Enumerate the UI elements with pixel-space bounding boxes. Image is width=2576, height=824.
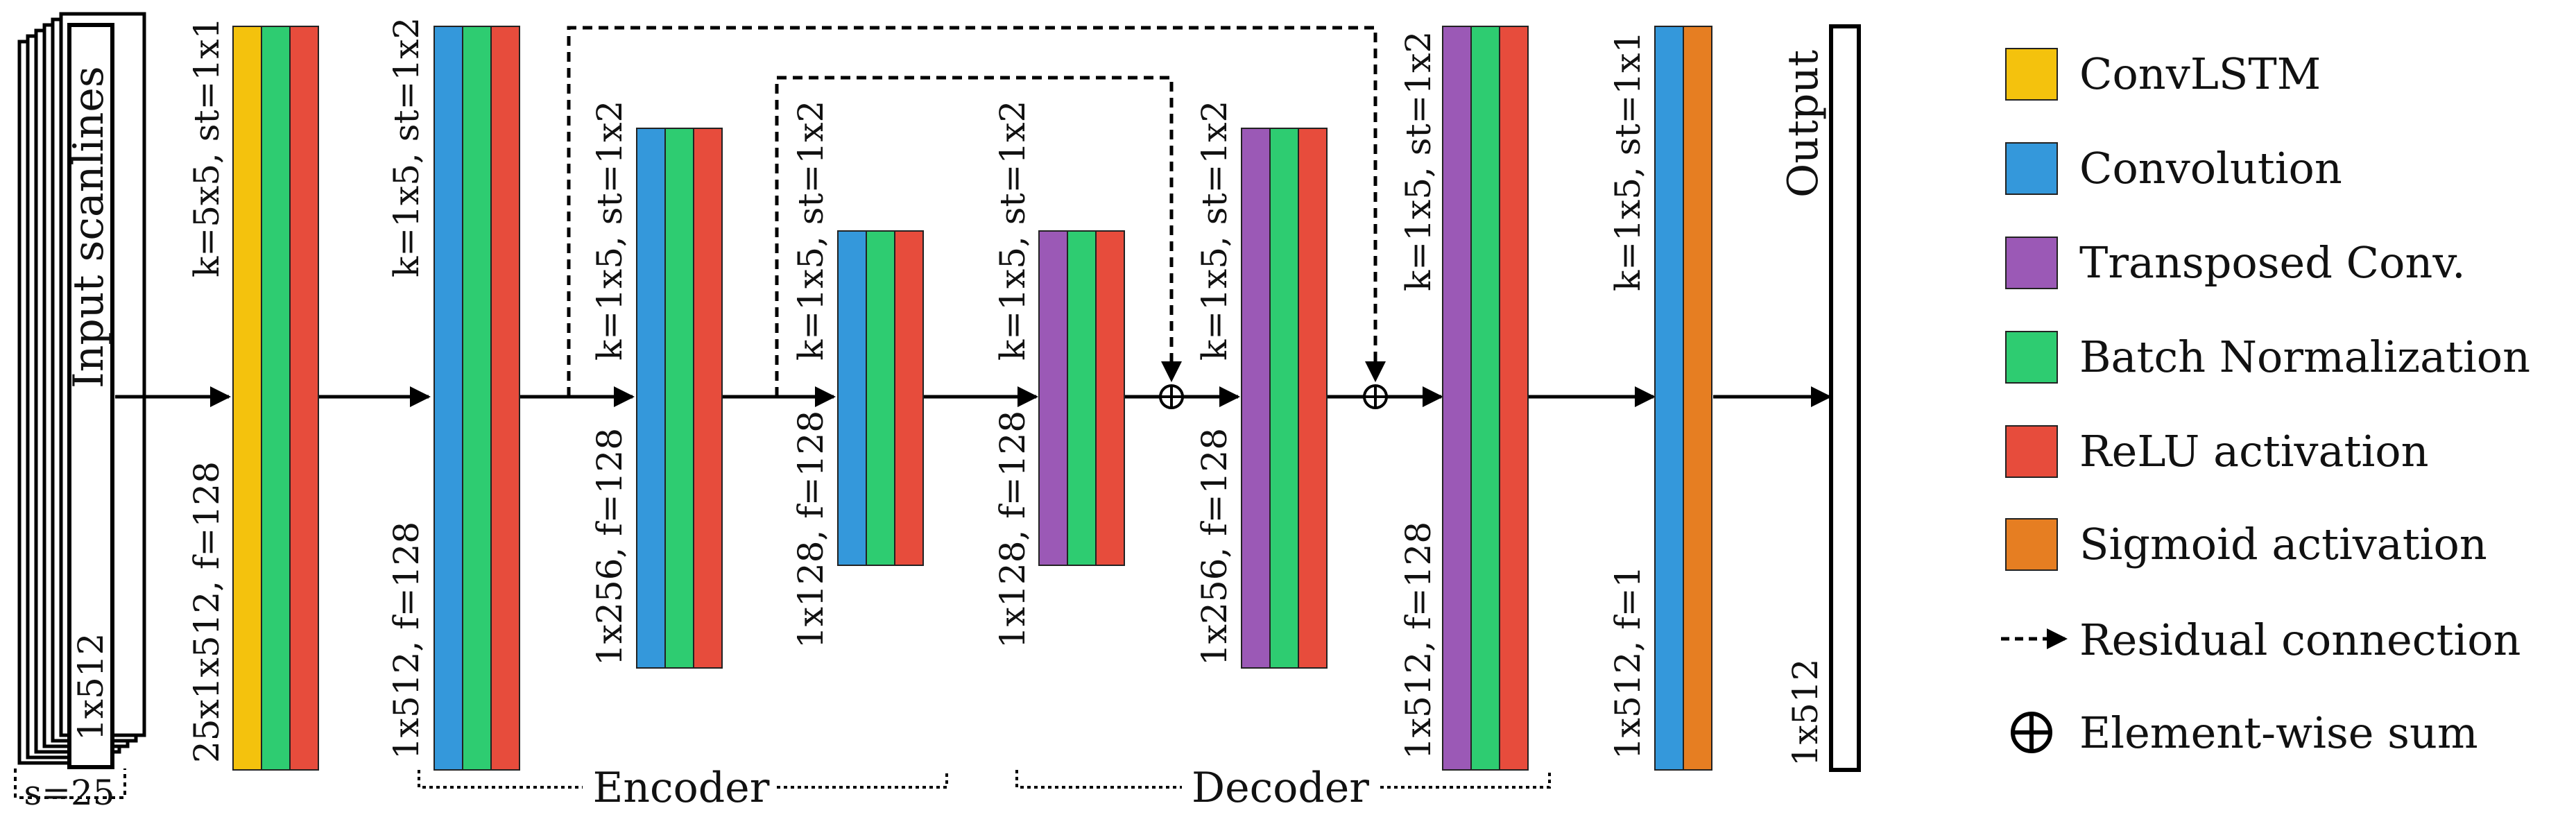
legend-swatch-batchnorm (2005, 331, 2058, 384)
oplus-icon (2011, 712, 2052, 753)
block-kernel-label: k=1x5, st=1x1 (1608, 31, 1648, 291)
stack-size-label: s=25 (24, 773, 114, 813)
relu-layer-stripe (1499, 26, 1529, 771)
legend-label: Transposed Conv. (2079, 237, 2466, 288)
legend-label: Convolution (2079, 143, 2342, 194)
block-shape-label: 1x512, f=128 (386, 522, 427, 759)
encoder-conv-block-3 (837, 230, 924, 566)
output-size-label: 1x512 (1785, 659, 1826, 766)
convlstm-layer-stripe (232, 26, 262, 771)
transposed-layer-stripe (1241, 128, 1271, 669)
legend-label: Element-wise sum (2079, 707, 2478, 758)
transposed-layer-stripe (1038, 230, 1068, 566)
batchnorm-layer-stripe (1067, 230, 1097, 566)
legend-swatch-transposed (2005, 237, 2058, 289)
convolution-layer-stripe (433, 26, 463, 771)
input-title: Input scanlines (65, 66, 113, 388)
residual-connection-inner (775, 76, 1182, 397)
encoder-conv-block-1 (433, 26, 520, 771)
convolution-layer-stripe (1654, 26, 1684, 771)
relu-layer-stripe (1095, 230, 1125, 566)
block-kernel-label: k=1x5, st=1x2 (590, 101, 630, 361)
sigmoid-layer-stripe (1683, 26, 1712, 771)
encoder-bracket (418, 770, 948, 789)
block-shape-label: 1x256, f=128 (1194, 428, 1235, 666)
block-kernel-label: k=1x5, st=1x2 (1398, 31, 1439, 291)
relu-layer-stripe (894, 230, 924, 566)
block-shape-label: 1x512, f=128 (1398, 522, 1439, 759)
relu-layer-stripe (1298, 128, 1328, 669)
legend-label: ReLU activation (2079, 426, 2429, 477)
residual-connection-outer (567, 26, 1386, 397)
batchnorm-layer-stripe (664, 128, 694, 669)
batchnorm-layer-stripe (866, 230, 895, 566)
encoder-conv-block-2 (636, 128, 723, 669)
decoder-transposed-block-1 (1038, 230, 1125, 566)
legend-label: Batch Normalization (2079, 332, 2530, 382)
batchnorm-layer-stripe (462, 26, 492, 771)
stack-size-bracket (14, 769, 126, 799)
decoder-transposed-block-2 (1241, 128, 1328, 669)
legend-swatch-sigmoid (2005, 518, 2058, 571)
encoder-label: Encoder (593, 764, 770, 812)
relu-layer-stripe (289, 26, 319, 771)
batchnorm-layer-stripe (1269, 128, 1299, 669)
block-kernel-label: k=5x5, st=1x1 (187, 17, 227, 277)
output-title: Output (1779, 50, 1828, 198)
element-wise-sum-node (1159, 384, 1184, 409)
convolution-layer-stripe (636, 128, 666, 669)
legend-label: Residual connection (2079, 615, 2521, 665)
convolution-layer-stripe (837, 230, 867, 566)
input-size-label: 1x512 (71, 633, 111, 741)
block-shape-label: 1x512, f=1 (1608, 566, 1648, 759)
relu-layer-stripe (490, 26, 520, 771)
legend: ConvLSTM Convolution Transposed Conv. Ba… (2001, 48, 2530, 758)
block-kernel-label: k=1x5, st=1x2 (993, 101, 1033, 361)
legend-swatch-relu (2005, 425, 2058, 478)
relu-layer-stripe (693, 128, 723, 669)
block-shape-label: 1x128, f=128 (791, 411, 831, 649)
legend-label: Sigmoid activation (2079, 519, 2487, 569)
transposed-layer-stripe (1442, 26, 1472, 771)
input-scanlines-stack (17, 12, 146, 769)
legend-swatch-convlstm (2005, 48, 2058, 101)
decoder-label: Decoder (1192, 764, 1369, 812)
legend-label: ConvLSTM (2079, 49, 2321, 99)
block-shape-label: 1x256, f=128 (590, 428, 630, 666)
block-kernel-label: k=1x5, st=1x2 (386, 17, 427, 277)
block-shape-label: 1x128, f=128 (993, 411, 1033, 649)
batchnorm-layer-stripe (261, 26, 291, 771)
legend-swatch-convolution (2005, 142, 2058, 195)
output-box (1829, 24, 1861, 772)
decoder-transposed-block-3 (1442, 26, 1529, 771)
block-kernel-label: k=1x5, st=1x2 (1194, 101, 1235, 361)
element-wise-sum-node (1363, 384, 1388, 409)
output-conv-block (1654, 26, 1712, 771)
decoder-bracket (1015, 770, 1551, 789)
convlstm-block (232, 26, 319, 771)
block-kernel-label: k=1x5, st=1x2 (791, 101, 831, 361)
batchnorm-layer-stripe (1470, 26, 1500, 771)
block-shape-label: 25x1x512, f=128 (187, 461, 227, 763)
